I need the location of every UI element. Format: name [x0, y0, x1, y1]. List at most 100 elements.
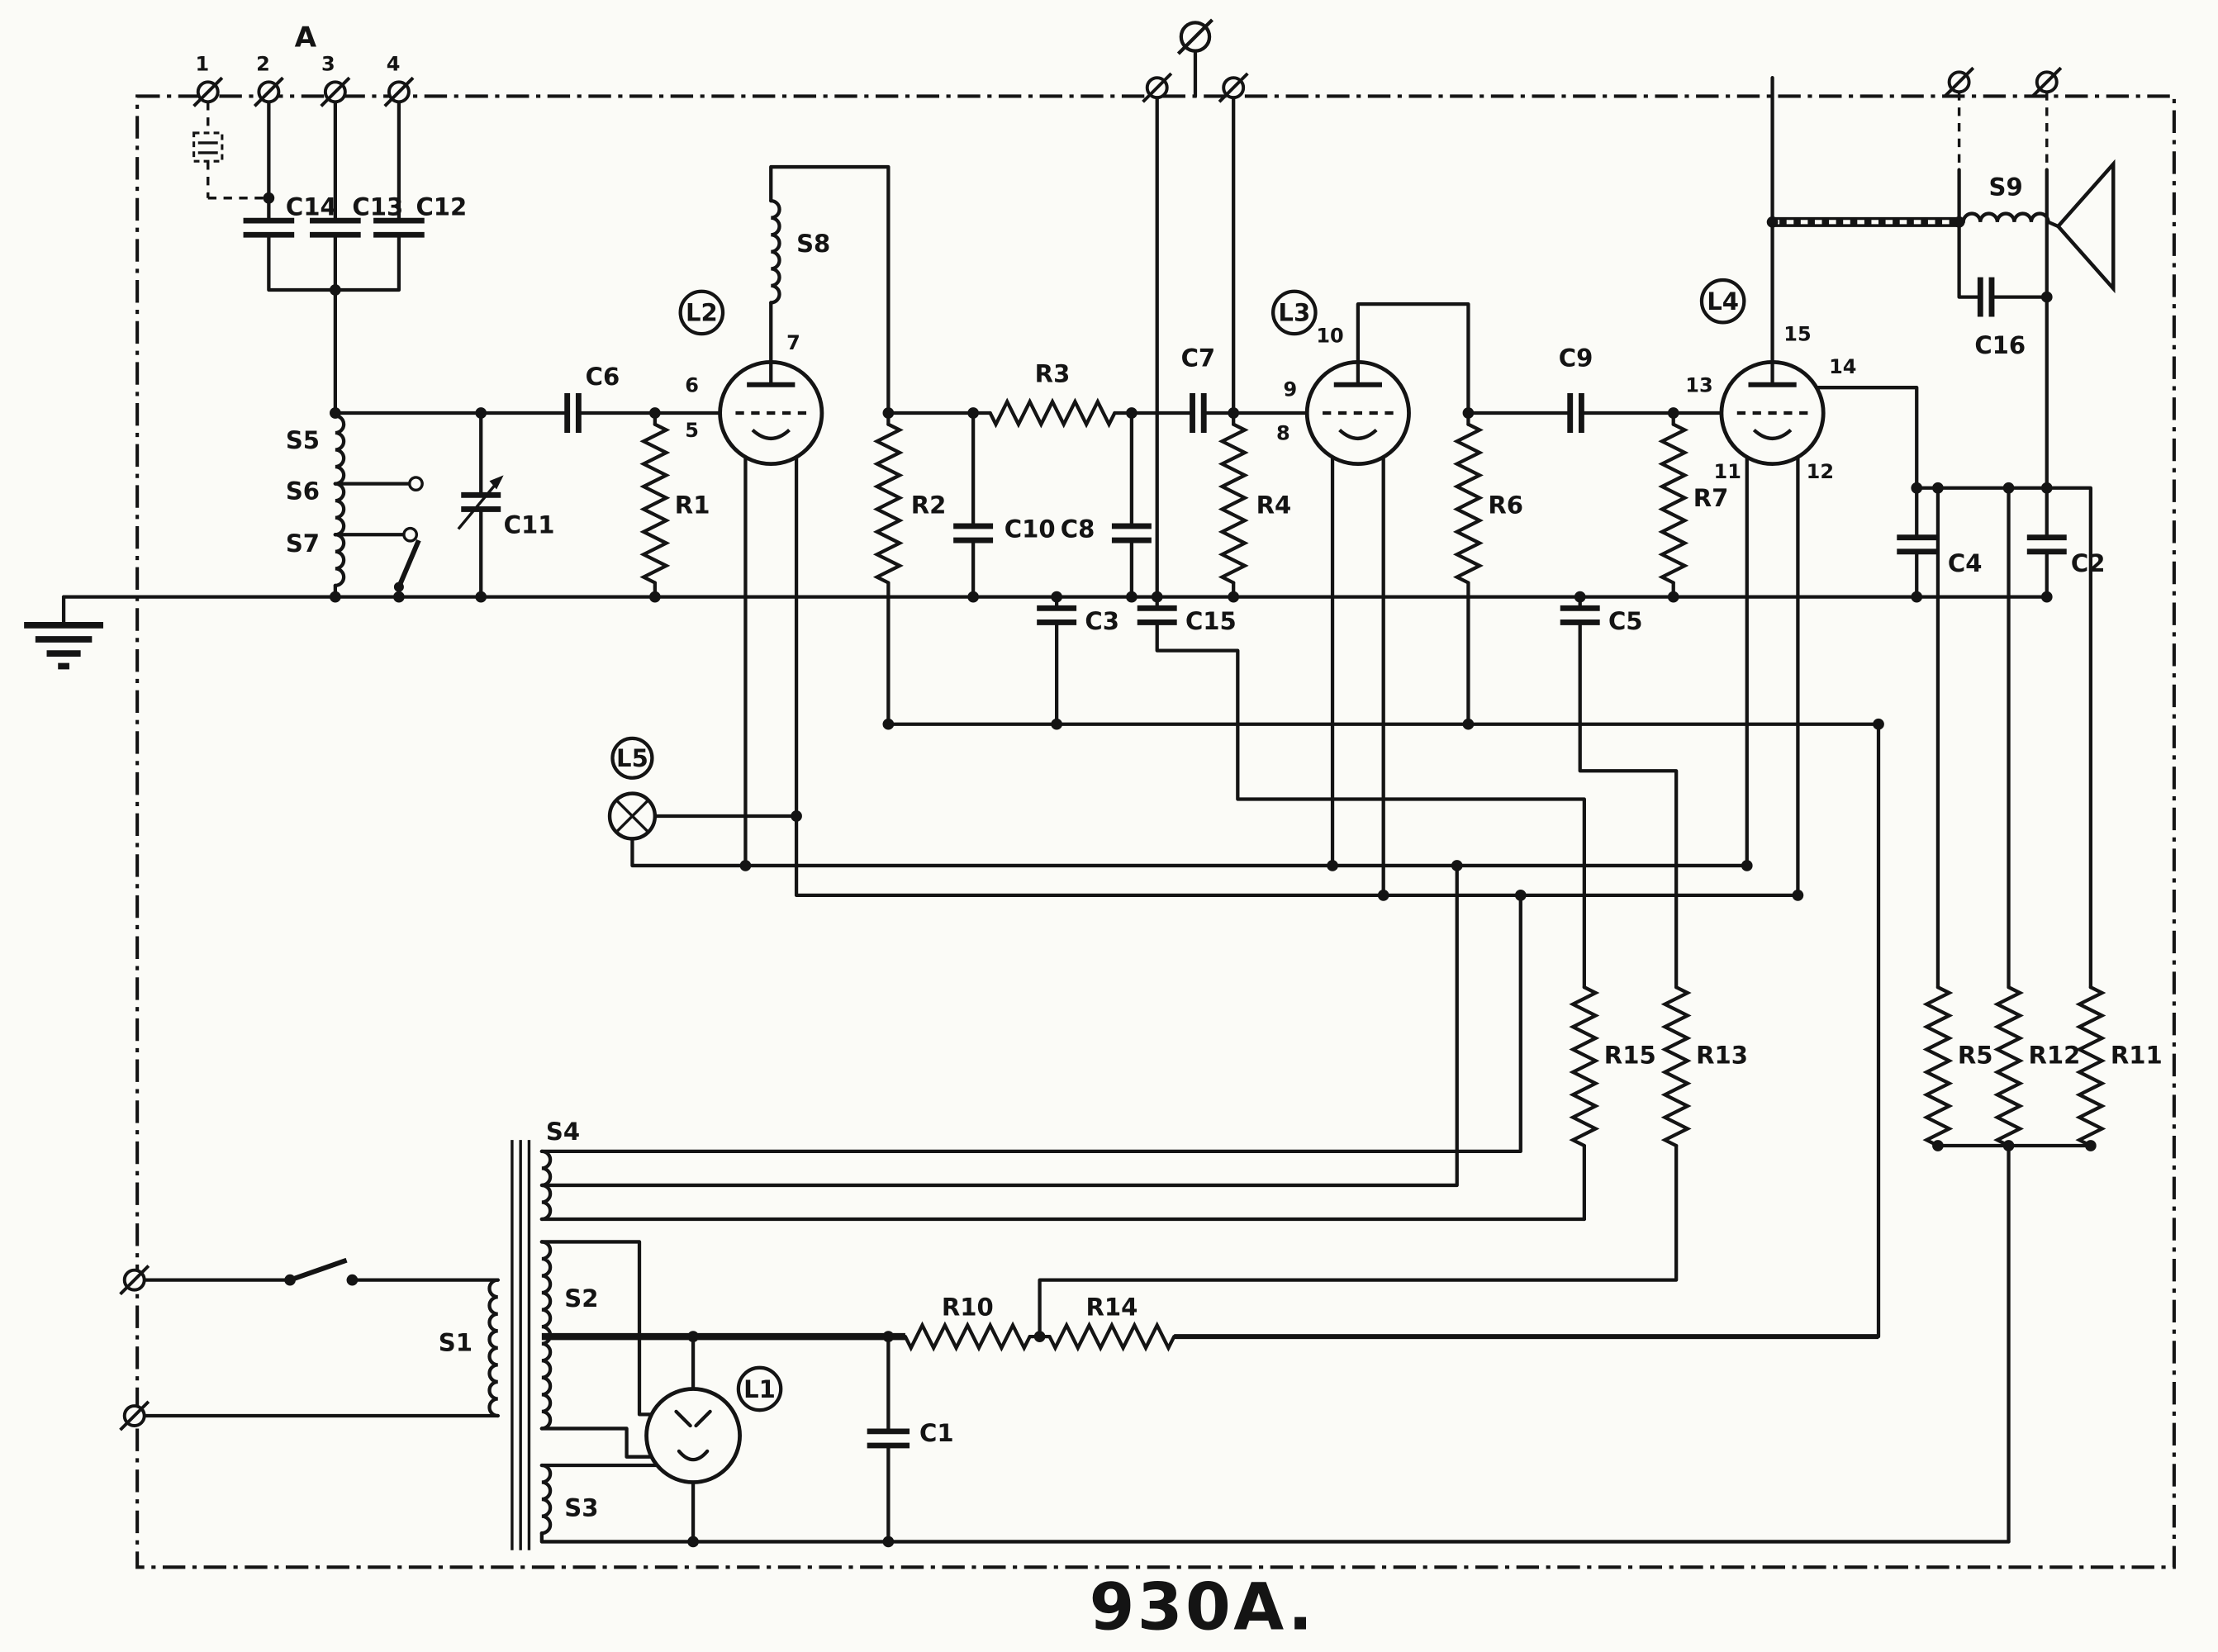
label-R11: R11 [2111, 1042, 2163, 1070]
tube-L1-rectifier [644, 1387, 742, 1484]
label-C5: C5 [1608, 607, 1643, 635]
capacitor-C13 [310, 217, 361, 238]
speaker-terminal-left [1943, 66, 1975, 98]
label-R12: R12 [2029, 1042, 2081, 1070]
winding-S2 [539, 1240, 553, 1431]
label-terminal-1: 1 [196, 53, 210, 76]
resistor-R1 [644, 425, 666, 583]
junction-dots [263, 192, 2097, 1548]
label-S9: S9 [1989, 173, 2023, 201]
page-title: 930A. [1090, 1569, 1316, 1645]
lightning-arrester [192, 131, 224, 163]
antenna-terminal-4 [382, 76, 416, 108]
mains-terminal-bottom [118, 1399, 150, 1432]
resistor-R11 [2079, 987, 2102, 1146]
mains-terminal-top [118, 1264, 150, 1296]
resistor-R3 [990, 401, 1115, 424]
label-C3: C3 [1085, 607, 1119, 635]
label-antenna-group: A [295, 21, 317, 55]
capacitor-C8 [1111, 523, 1152, 544]
label-R3: R3 [1035, 359, 1071, 387]
tube-L2 [720, 362, 822, 463]
pin-11: 11 [1714, 460, 1741, 483]
coil-S9 [1961, 211, 2050, 224]
label-S2: S2 [564, 1284, 598, 1313]
resistor-R2 [877, 425, 900, 583]
mains-switch [289, 1257, 348, 1283]
dashed-leads [207, 92, 2049, 200]
antenna-terminal-3 [319, 76, 351, 108]
label-C15: C15 [1185, 607, 1237, 635]
label-C1: C1 [919, 1419, 954, 1447]
label-S7: S7 [286, 529, 320, 558]
label-S5: S5 [286, 426, 320, 454]
resistor-R15 [1573, 987, 1595, 1146]
capacitor-C12 [373, 217, 425, 238]
winding-S3 [539, 1463, 553, 1536]
pickup-terminal-right [1218, 72, 1250, 104]
label-terminal-4: 4 [387, 53, 401, 76]
resistor-R10 [905, 1325, 1030, 1347]
label-L5: L5 [616, 744, 648, 772]
pin-13: 13 [1685, 373, 1712, 396]
capacitor-C6 [564, 393, 582, 433]
pin-5: 5 [685, 419, 699, 442]
label-S4: S4 [546, 1118, 580, 1146]
resistor-R13 [1665, 987, 1687, 1146]
label-S6: S6 [286, 477, 320, 505]
pin-14: 14 [1829, 355, 1856, 378]
resistor-R5 [1926, 987, 1949, 1146]
ground-symbol [24, 595, 104, 670]
capacitor-C10 [953, 523, 994, 544]
label-C11: C11 [504, 511, 555, 539]
pin-10: 10 [1316, 324, 1343, 347]
label-S1: S1 [439, 1328, 473, 1356]
pin-9: 9 [1284, 377, 1298, 401]
pin-6: 6 [685, 373, 699, 396]
label-R4: R4 [1256, 491, 1292, 520]
label-C6: C6 [586, 363, 620, 391]
capacitor-C5 [1560, 605, 1600, 625]
label-C9: C9 [1559, 344, 1593, 372]
label-C13: C13 [352, 192, 403, 221]
transformer-core [511, 1140, 531, 1550]
label-C7: C7 [1181, 344, 1216, 372]
label-R1: R1 [675, 491, 710, 520]
antenna-terminal-1 [192, 76, 224, 108]
winding-S1 [487, 1278, 500, 1418]
label-S8: S8 [796, 230, 830, 258]
speaker-icon [2055, 159, 2116, 294]
label-L4: L4 [1707, 287, 1739, 316]
resistor-R12 [1997, 987, 2020, 1146]
resistor-R4 [1222, 425, 1244, 583]
coil-S8 [769, 199, 781, 305]
speaker-terminal-right [2030, 66, 2063, 98]
label-R10: R10 [942, 1293, 994, 1321]
tube-L4 [1722, 362, 1823, 463]
capacitor-C15 [1137, 605, 1177, 625]
capacitor-C16 [1977, 277, 1995, 317]
capacitor-C4 [1897, 534, 1937, 555]
top-center-terminal [1176, 18, 1214, 55]
label-terminal-3: 3 [321, 53, 335, 76]
label-R5: R5 [1958, 1042, 1993, 1070]
pin-15: 15 [1783, 323, 1811, 346]
label-C10: C10 [1005, 515, 1056, 544]
label-S3: S3 [564, 1494, 598, 1522]
label-L2: L2 [686, 299, 718, 327]
coil-S6 [333, 482, 346, 537]
label-L3: L3 [1278, 299, 1310, 327]
coil-S7 [333, 533, 346, 588]
label-C2: C2 [2071, 549, 2106, 577]
capacitor-C7 [1190, 393, 1207, 433]
label-C14: C14 [286, 192, 337, 221]
capacitor-C2 [2026, 534, 2067, 555]
label-C16: C16 [1974, 331, 2026, 359]
tube-label-circles [610, 278, 1746, 1412]
pin-8: 8 [1276, 422, 1290, 445]
label-terminal-2: 2 [256, 53, 270, 76]
antenna-terminal-2 [253, 76, 285, 108]
component-labels: 1 2 3 4 A C14 C13 C12 S5 S6 S7 C11 C6 R1… [196, 21, 2163, 1522]
